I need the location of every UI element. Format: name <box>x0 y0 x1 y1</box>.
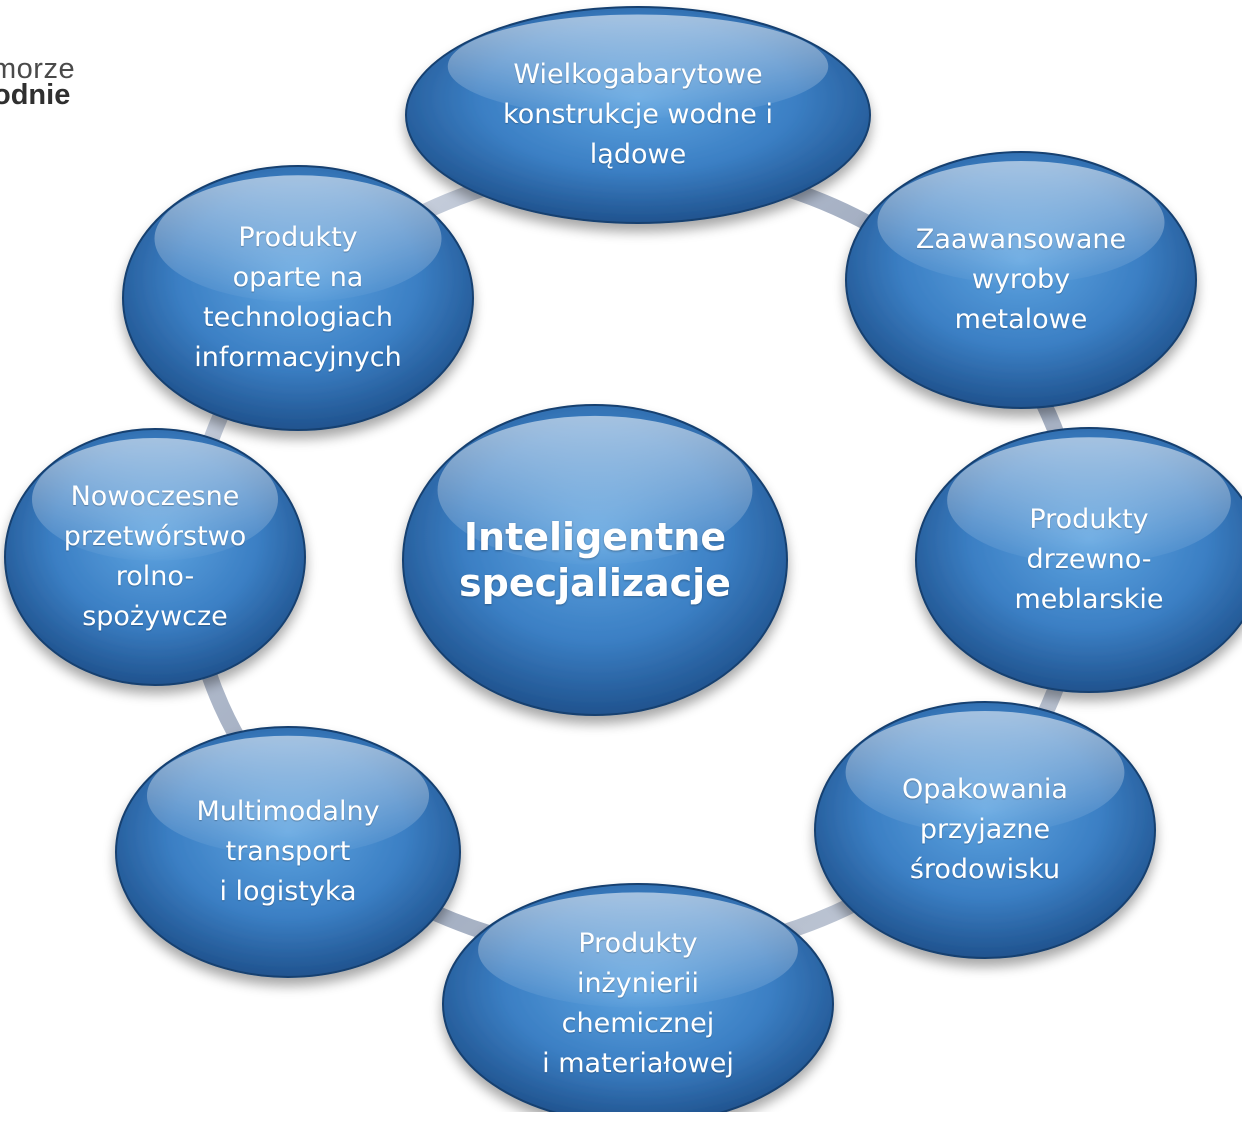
node-wielkogabarytowe <box>405 6 871 224</box>
node-label-wielkogabarytowe: Wielkogabarytowe konstrukcje wodne i ląd… <box>406 7 870 223</box>
node-label-wielkogabarytowe-text: Wielkogabarytowe konstrukcje wodne i ląd… <box>503 59 773 170</box>
node-zaawansowane <box>845 151 1197 409</box>
node-label-multimodalny-text: Multimodalny transport i logistyka <box>196 796 380 907</box>
node-label-drzewno-text: Produkty drzewno- meblarskie <box>1014 504 1164 615</box>
center-label: Inteligentne specjalizacje <box>403 405 787 715</box>
node-przetworstwo <box>4 428 306 686</box>
node-label-przetworstwo-text: Nowoczesne przetwórstwo rolno- spożywcze <box>63 481 247 632</box>
node-it <box>122 165 474 431</box>
center-bubble <box>402 404 788 716</box>
node-label-zaawansowane-text: Zaawansowane wyroby metalowe <box>915 224 1127 335</box>
node-label-inzynierii: Produkty inżynierii chemicznej i materia… <box>443 884 833 1124</box>
node-opakowania <box>814 701 1156 959</box>
node-inzynierii <box>442 883 834 1112</box>
logo-line-2: odnie <box>0 79 71 111</box>
node-label-opakowania: Opakowania przyjazne środowisku <box>815 702 1155 958</box>
node-drzewno <box>915 427 1242 693</box>
logo-line-1: morze <box>0 53 76 85</box>
logo: morze odnie <box>0 53 130 111</box>
node-label-inzynierii-text: Produkty inżynierii chemicznej i materia… <box>542 928 734 1079</box>
node-label-zaawansowane: Zaawansowane wyroby metalowe <box>846 152 1196 408</box>
node-label-drzewno: Produkty drzewno- meblarskie <box>916 428 1242 692</box>
node-label-multimodalny: Multimodalny transport i logistyka <box>116 727 460 977</box>
node-label-it-text: Produkty oparte na technologiach informa… <box>194 222 402 373</box>
node-multimodalny <box>115 726 461 978</box>
node-label-opakowania-text: Opakowania przyjazne środowisku <box>902 774 1068 885</box>
center-label-text: Inteligentne specjalizacje <box>459 515 731 605</box>
node-label-it: Produkty oparte na technologiach informa… <box>123 166 473 430</box>
node-label-przetworstwo: Nowoczesne przetwórstwo rolno- spożywcze <box>5 429 305 685</box>
